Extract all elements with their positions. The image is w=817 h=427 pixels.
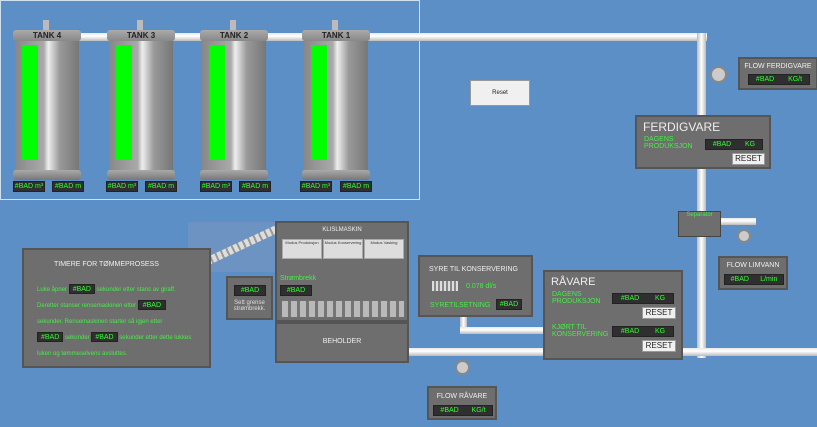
syre-title: SYRE TIL KONSERVERING [429, 266, 518, 273]
tank-level [209, 45, 225, 160]
flow-ravare-panel: FLOW RÅVARE #BAD KG/t [427, 386, 497, 420]
beholder-label: BEHOLDER [322, 338, 362, 345]
timer-text: sekunder etter stans av giraff. [96, 287, 176, 293]
flow-ravare-value: #BAD [440, 407, 459, 414]
strombrekk-value: #BAD [280, 285, 312, 296]
tank-label: TANK 4 [13, 30, 81, 41]
reset-button[interactable]: Reset [470, 80, 530, 106]
timer-panel: TIMERE FOR TØMMEPROSESS Luke åpner #BAD … [22, 248, 211, 368]
flow-meter-icon [737, 229, 751, 243]
pipe-syre-h [460, 327, 545, 334]
tank-3: TANK 3 [107, 20, 175, 180]
tank-label: TANK 3 [107, 30, 175, 41]
ravare-reset-konservering[interactable]: RESET [642, 340, 676, 352]
mode-konservering-button[interactable]: Modus Konservering [323, 239, 363, 259]
tank2-volume: #BAD m³ [200, 181, 232, 192]
flow-ferdigvare-value: #BAD [755, 76, 775, 83]
tank2-level: #BAD m [239, 181, 271, 192]
pump-icon [432, 281, 458, 291]
unit: KG [654, 295, 666, 302]
flow-ferdigvare-unit: KG/t [788, 76, 803, 83]
tank-1: TANK 1 [302, 20, 370, 180]
syre-label: SYRETILSETNING [430, 302, 491, 309]
mode-vasking-button[interactable]: Modus Vasking [364, 239, 404, 259]
tank-level [116, 45, 132, 160]
timer-title: TIMERE FOR TØMMEPROSESS [54, 261, 159, 268]
pipe-separator [720, 218, 756, 225]
tank1-volume: #BAD m³ [300, 181, 332, 192]
timer-text: sekunder [64, 335, 90, 341]
flow-ferdigvare-panel: FLOW FERDIGVARE #BAD KG/t [738, 57, 817, 90]
ferdigvare-title: FERDIGVARE [643, 120, 721, 134]
ravare-value-produksjon: #BAD [620, 295, 640, 302]
timer-text: Luke åpner [37, 287, 68, 293]
flow-limvann-value: #BAD [730, 276, 749, 283]
ravare-title: RÅVARE [551, 276, 596, 288]
flow-limvann-panel: FLOW LIMVANN #BAD L/min [718, 256, 788, 290]
timer-text: Deretter stanser rensemaskinen etter [37, 303, 137, 309]
tank-2: TANK 2 [200, 20, 268, 180]
grense-label: Sett grense strømbrekk. [233, 300, 266, 312]
ravare-label-produksjon: DAGENS PRODUKSJON [552, 291, 601, 305]
syre-panel: SYRE TIL KONSERVERING 0.078 dl/s SYRETIL… [418, 255, 533, 317]
pipe-vertical [697, 33, 706, 358]
tank4-level: #BAD m [52, 181, 84, 192]
strombrekk-label: Strømbrekk [280, 275, 317, 282]
ferdigvare-value: #BAD [712, 141, 732, 148]
flow-ravare-unit: KG/t [471, 407, 486, 414]
grense-value[interactable]: #BAD [234, 285, 266, 296]
tank3-volume: #BAD m³ [106, 181, 138, 192]
tank-level [22, 45, 38, 160]
tank-level [311, 45, 327, 160]
syre-value: #BAD [496, 299, 522, 310]
timer-text: sekunder etter dette lukkes luken og tøm… [37, 335, 192, 357]
flow-ravare-title: FLOW RÅVARE [436, 393, 488, 400]
timer-stans-value[interactable]: #BAD [137, 300, 167, 310]
ravare-reset-produksjon[interactable]: RESET [642, 307, 676, 319]
ferdigvare-unit: KG [744, 141, 756, 148]
maskin-panel: KLISLMASKIN Modus Produksjon Modus Konse… [275, 221, 409, 322]
syre-flow: 0.078 dl/s [466, 283, 497, 290]
flow-limvann-title: FLOW LIMVANN [726, 262, 780, 269]
flow-meter-icon [455, 360, 470, 375]
maskin-title: KLISLMASKIN [322, 227, 362, 233]
tank3-level: #BAD m [145, 181, 177, 192]
tank-4: TANK 4 [13, 20, 81, 180]
timer-start-value[interactable]: #BAD [37, 332, 64, 342]
tank-label: TANK 1 [302, 30, 370, 41]
flow-ferdigvare-title: FLOW FERDIGVARE [744, 63, 812, 70]
ferdigvare-label: DAGENS PRODUKSJON [644, 136, 693, 150]
ravare-value-konservering: #BAD [620, 328, 640, 335]
grense-panel: #BAD Sett grense strømbrekk. [226, 276, 273, 320]
mode-produksjon-button[interactable]: Modus Produksjon [282, 239, 322, 259]
ravare-panel: RÅVARE DAGENS PRODUKSJON #BAD KG RESET KJ… [543, 270, 683, 360]
ravare-label-konservering: KJØRT TIL KONSERVERING [552, 324, 609, 338]
ferdigvare-panel: FERDIGVARE DAGENS PRODUKSJON #BAD KG RESE… [635, 115, 771, 169]
separator-label: Separator [686, 212, 713, 218]
ferdigvare-reset-button[interactable]: RESET [732, 153, 765, 165]
pipe-top [75, 33, 707, 41]
tank1-level: #BAD m [340, 181, 372, 192]
timer-text: sekunder. Rensemaskinen starter så igjen… [37, 319, 163, 325]
tank-label: TANK 2 [200, 30, 268, 41]
tank4-volume: #BAD m³ [13, 181, 45, 192]
unit: KG [654, 328, 666, 335]
timer-lukking-value[interactable]: #BAD [91, 332, 118, 342]
tank-area-frame [0, 0, 420, 200]
flow-limvann-unit: L/min [760, 276, 778, 283]
flow-meter-icon [710, 66, 727, 83]
screw-conveyor-icon [282, 301, 404, 317]
timer-luke-value[interactable]: #BAD [68, 284, 95, 294]
separator-box: Separator [678, 211, 721, 237]
pipe-syre [460, 316, 467, 333]
beholder-panel: BEHOLDER [275, 322, 409, 363]
